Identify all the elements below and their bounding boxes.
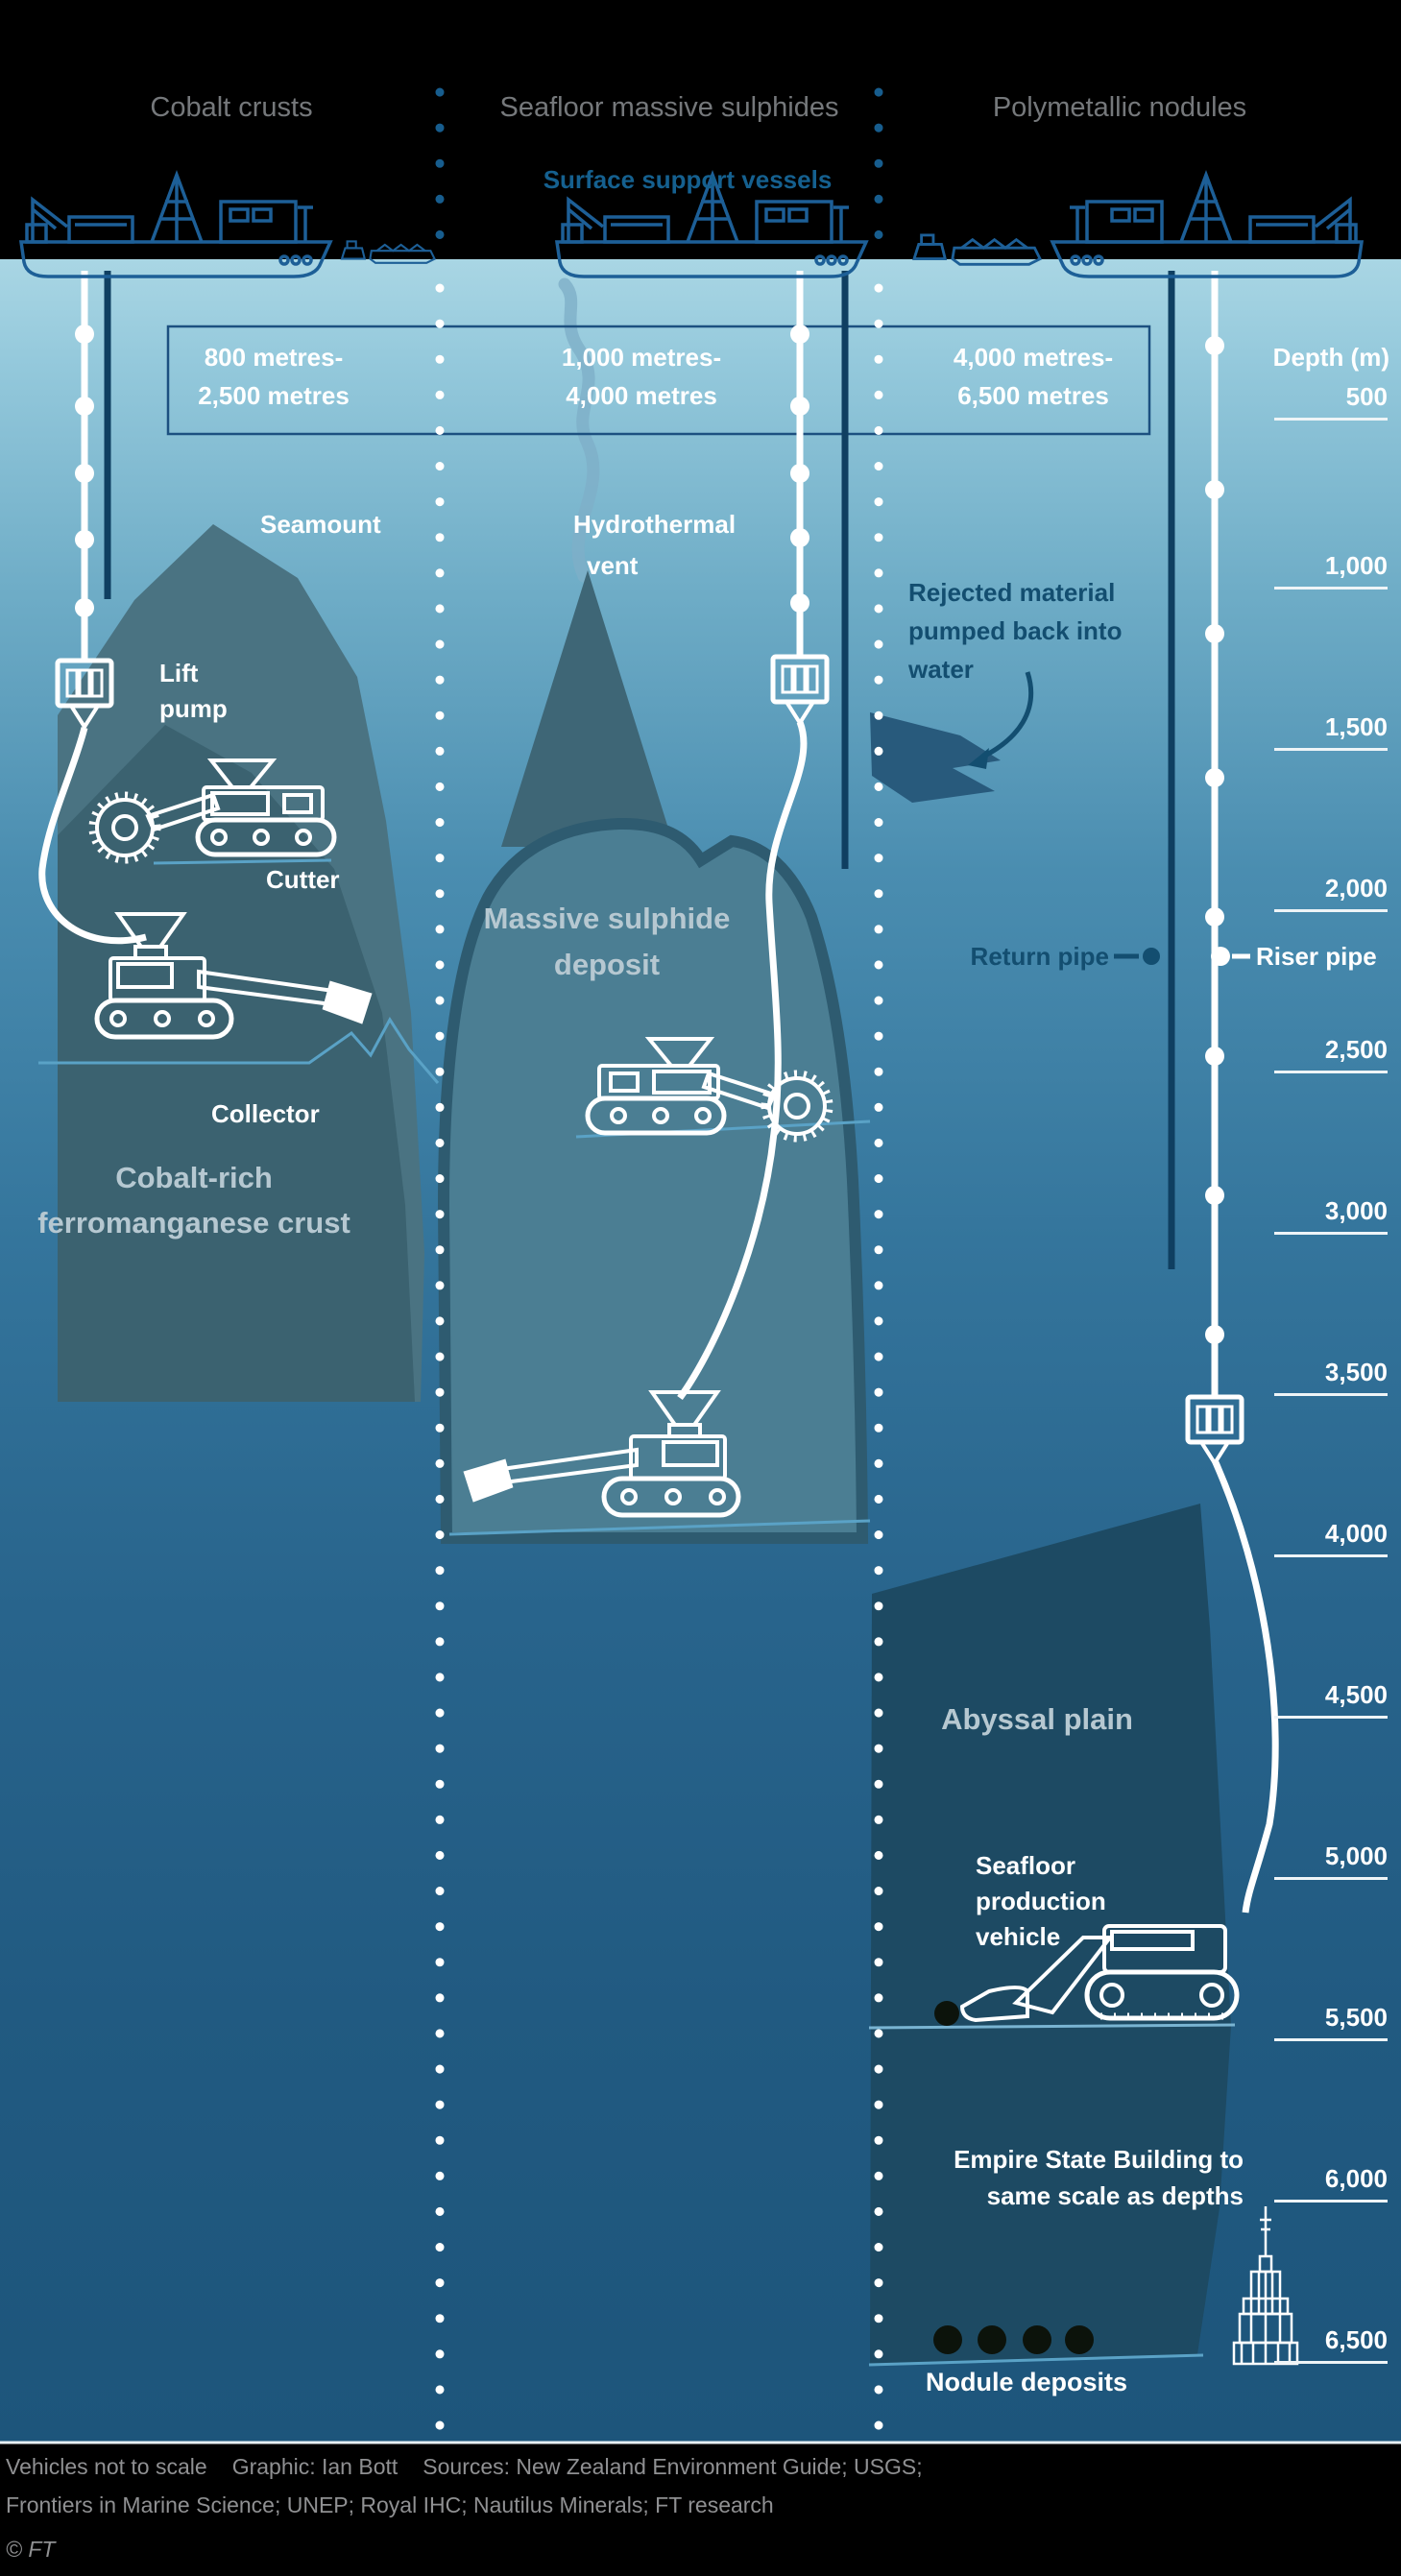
rejected-material-label-line3: water [908,655,974,684]
column-title-cobalt-crusts: Cobalt crusts [150,92,313,123]
rejected-material-label-line1: Rejected material [908,578,1116,607]
depth-range-col3: 4,000 metres- 6,500 metres [954,338,1113,415]
depth-range-col2-line1: 1,000 metres- [561,343,722,372]
lift-pump-icon-col2 [773,657,827,723]
seafloor-production-vehicle-label-line1: Seafloor [976,1851,1076,1880]
riser-pipe-col1-lower [38,727,147,945]
massive-sulphide-label-line2: deposit [553,948,661,981]
rejected-material-arrow [979,671,1034,760]
massive-sulphide-deposit-shape [437,817,869,1544]
riser-pipe-col2-lower [677,720,808,1401]
column-title-seafloor-massive-sulphides: Seafloor massive sulphides [499,92,839,123]
cutter-label: Cutter [266,865,340,894]
depth-tick-3500: 3,500 [1274,1358,1388,1396]
nodule-deposit-dots [933,2325,1094,2354]
barge-icon-col3 [912,233,1042,266]
rejected-material-arrowhead [968,748,989,769]
footer-line1: Vehicles not to scale Graphic: Ian Bott So… [6,2454,948,2480]
nodule-seabed-line [868,2353,1204,2367]
footer-note: Vehicles not to scale [6,2454,207,2479]
sediment-plume [870,712,1001,803]
depth-range-col1-line2: 2,500 metres [198,381,350,410]
footer-credit: Graphic: Ian Bott [231,2454,399,2479]
depth-tick-1500: 1,500 [1274,712,1388,751]
depth-tick-5000: 5,000 [1274,1842,1388,1880]
collector-ledge [38,1017,440,1084]
depth-range-col3-line1: 4,000 metres- [953,343,1114,372]
massive-sulphide-label-line1: Massive sulphide [483,902,731,935]
cobalt-crust-label-line2: ferromanganese crust [37,1206,350,1240]
depth-range-col1-line1: 800 metres- [204,343,344,372]
lift-pump-label-line2: pump [159,694,228,723]
hydrothermal-vent-label-line2: vent [587,551,639,580]
column-title-polymetallic-nodules: Polymetallic nodules [992,92,1247,123]
cobalt-crust-label-line1: Cobalt-rich [115,1161,273,1194]
abyssal-plain-label: Abyssal plain [941,1702,1133,1736]
rejected-material-label-line2: pumped back into [908,616,1123,645]
return-pipe-label: Return pipe [970,942,1109,971]
depth-scale-title: Depth (m) [1272,343,1389,372]
cutter-ledge [153,858,332,865]
pipe-joints [75,325,1224,1344]
hydrothermal-vent-cone [501,570,674,847]
depth-tick-4000: 4,000 [1274,1519,1388,1557]
support-vessel-icon-col1 [19,173,332,278]
depth-range-col1: 800 metres- 2,500 metres [198,338,350,415]
depth-tick-5500: 5,500 [1274,2003,1388,2041]
depth-range-col2-line2: 4,000 metres [566,381,717,410]
footer-copyright: © FT [6,2537,56,2562]
barge-icon-col1 [340,240,436,264]
empire-state-label-line2: same scale as depths [986,2181,1244,2210]
depth-tick-2500: 2,500 [1274,1035,1388,1073]
return-pipe-callout-dot [1143,948,1160,965]
hydrothermal-vent-label-line1: Hydrothermal [573,510,737,539]
seamount-label: Seamount [260,510,381,539]
depth-tick-6500: 6,500 [1274,2325,1388,2364]
depth-tick-4500: 4,500 [1274,1680,1388,1719]
riser-pipe-callout-dot [1211,947,1230,966]
depth-tick-1000: 1,000 [1274,551,1388,590]
vent-smoke [558,277,600,583]
lift-pump-label-line1: Lift [159,659,199,687]
collector-label: Collector [211,1099,320,1128]
seafloor-production-vehicle-label-line3: vehicle [976,1922,1061,1951]
depth-range-col2: 1,000 metres- 4,000 metres [562,338,721,415]
nodule-deposits-label: Nodule deposits [926,2368,1128,2396]
riser-pipe-col3-lower [1211,1458,1279,1914]
empire-state-label-line1: Empire State Building to [954,2145,1244,2174]
abyssal-plain-shape [870,1504,1231,2364]
abyssal-seabed-line [868,2023,1236,2030]
footer-sources-line2: Frontiers in Marine Science; UNEP; Royal… [6,2492,774,2517]
seafloor-production-vehicle-icon [959,1924,1240,2023]
depth-tick-6000: 6,000 [1274,2164,1388,2203]
lift-pump-icon-col3 [1188,1397,1242,1463]
nodule-dot-spv [934,2001,959,2026]
depth-tick-2000: 2,000 [1274,874,1388,912]
riser-pipe-label: Riser pipe [1256,942,1377,971]
seafloor-production-vehicle-label-line2: production [976,1887,1106,1915]
support-vessel-icon-col3 [1051,173,1364,278]
depth-tick-3000: 3,000 [1274,1196,1388,1235]
deposit-collector-ledge [448,1519,871,1536]
empire-state-building-icon [1232,2206,1299,2366]
depth-range-box [166,325,1151,436]
surface-support-vessels-label: Surface support vessels [543,165,833,194]
depth-tick-500: 500 [1274,382,1388,421]
footer-sources-line1: Sources: New Zealand Environment Guide; … [423,2454,923,2479]
depth-range-col3-line2: 6,500 metres [957,381,1109,410]
